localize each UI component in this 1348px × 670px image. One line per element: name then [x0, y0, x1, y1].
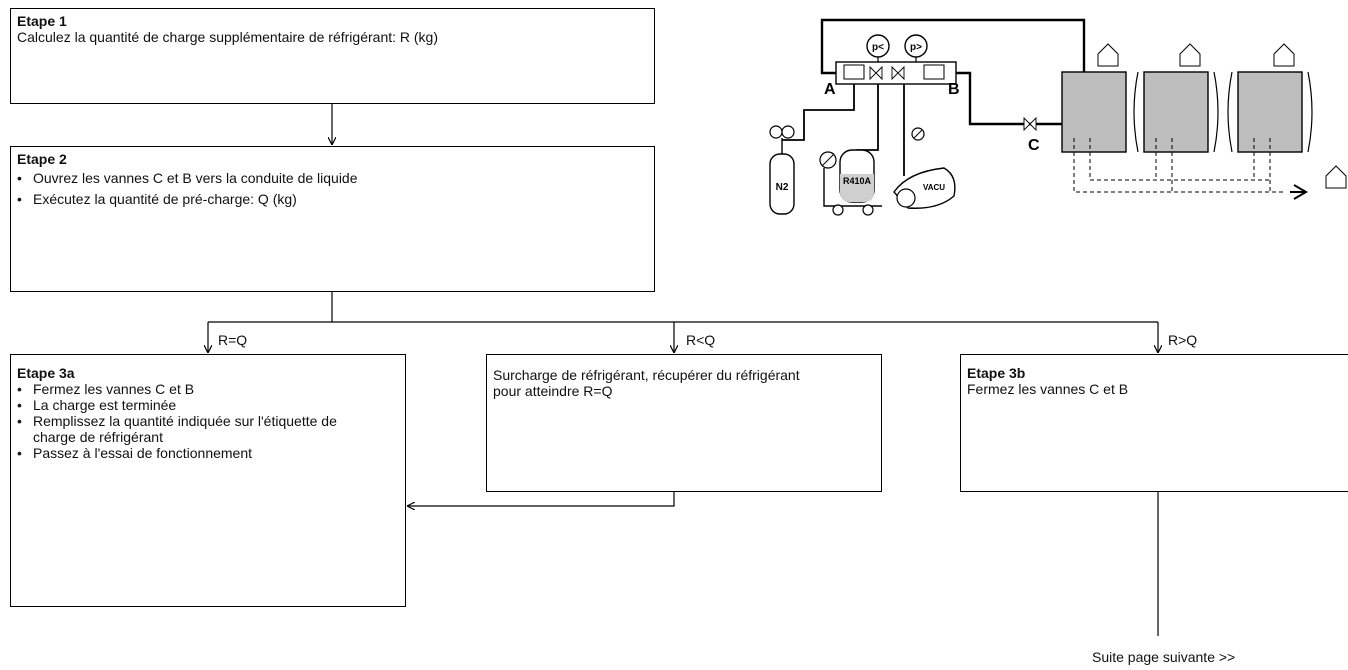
valve-a-label: A: [824, 81, 836, 98]
step3a-bullet: Passez à l'essai de fonctionnement: [17, 445, 347, 461]
indoor-unit-2: [1143, 71, 1209, 153]
next-page-note: Suite page suivante >>: [1092, 649, 1236, 665]
valve-b-label: B: [948, 81, 960, 98]
indoor-unit-1: [1061, 71, 1127, 153]
step1-box: Etape 1 Calculez la quantité de charge s…: [10, 8, 655, 104]
step3a-bullet: La charge est terminée: [17, 397, 347, 413]
branch-label-lt: R<Q: [686, 332, 716, 348]
valve-c-label: C: [1028, 137, 1040, 154]
step2-box: Etape 2 Ouvrez les vannes C et B vers la…: [10, 146, 655, 292]
arrow-overcharge-to-step3a: [408, 492, 675, 506]
overcharge-text: Surcharge de réfrigérant, récupérer du r…: [493, 367, 800, 399]
step2-bullet: Exécutez la quantité de pré-charge: Q (k…: [17, 191, 648, 207]
step3a-bullet: Remplissez la quantité indiquée sur l'ét…: [17, 413, 347, 445]
step2-bullet: Ouvrez les vannes C et B vers la conduit…: [17, 170, 648, 186]
pump-brand-label: VACU: [923, 183, 945, 192]
step1-text: Calculez la quantité de charge supplémen…: [17, 29, 439, 45]
step3a-bullets: Fermez les vannes C et B La charge est t…: [17, 381, 347, 461]
step2-bullets: Ouvrez les vannes C et B vers la conduit…: [17, 170, 648, 207]
gauge-low-label: p<: [872, 42, 884, 53]
branch-label-eq: R=Q: [218, 332, 248, 348]
step3a-title: Etape 3a: [17, 365, 75, 381]
gauge-high-label: p>: [910, 42, 922, 53]
step2-title: Etape 2: [17, 151, 67, 167]
refrigerant-label: R410A: [843, 176, 872, 186]
step1-title: Etape 1: [17, 13, 67, 29]
step3a-box: Etape 3a Fermez les vannes C et B La cha…: [10, 354, 406, 607]
step3b-title: Etape 3b: [967, 365, 1026, 381]
step3b-box: Etape 3b Fermez les vannes C et B: [960, 354, 1348, 492]
step3a-bullet: Fermez les vannes C et B: [17, 381, 347, 397]
step3b-text: Fermez les vannes C et B: [967, 381, 1129, 397]
charging-setup-illustration: p< p> A B C N2 R410A VACU: [769, 18, 1347, 216]
nitrogen-label: N2: [776, 182, 789, 193]
overcharge-box: Surcharge de réfrigérant, récupérer du r…: [486, 354, 882, 492]
branch-label-gt: R>Q: [1168, 332, 1198, 348]
